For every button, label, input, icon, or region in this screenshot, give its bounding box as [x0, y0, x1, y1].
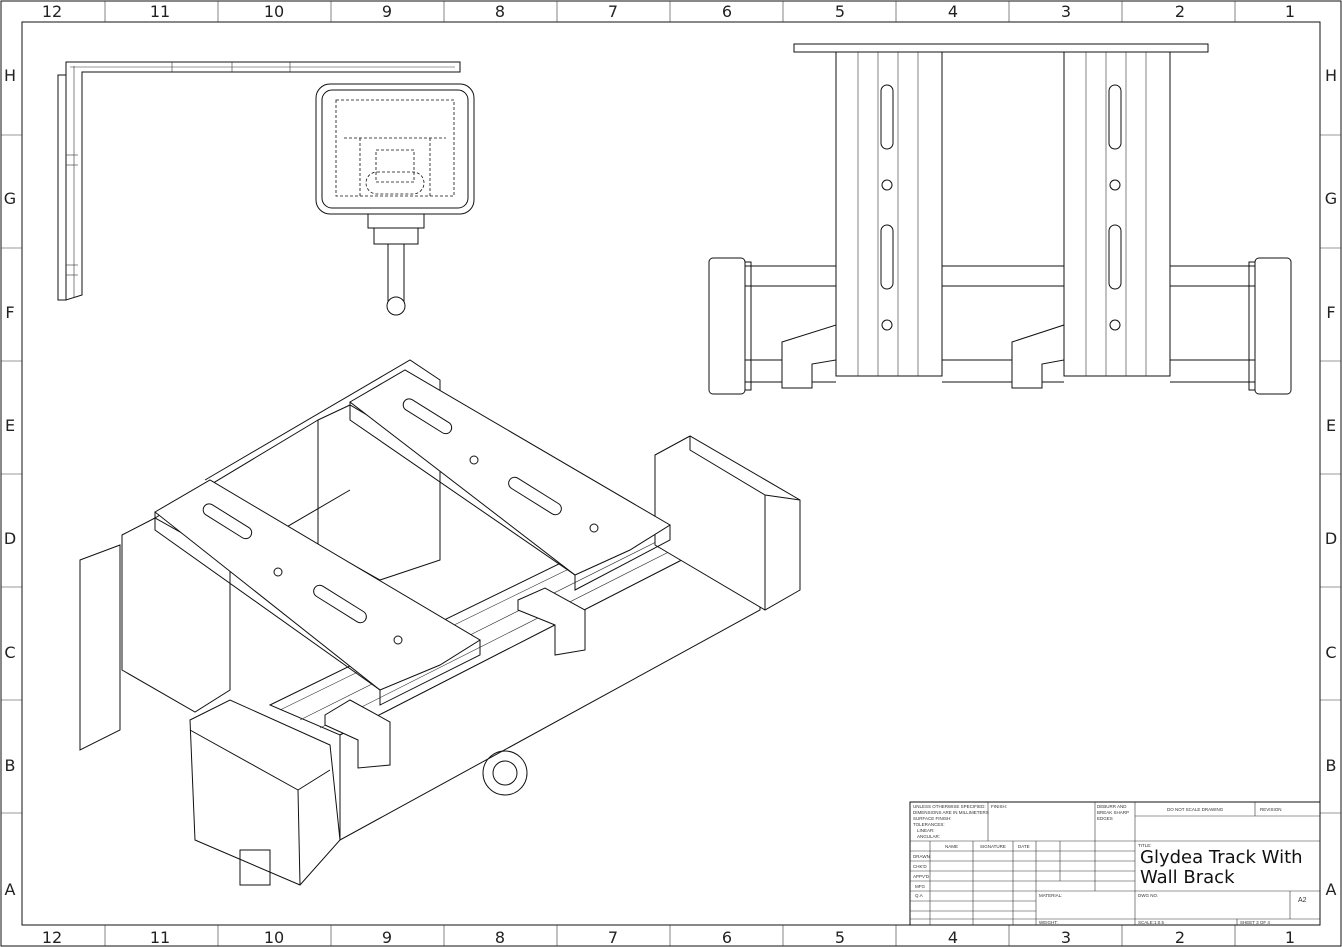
row-labels-right: H G F E D C B A: [1325, 66, 1337, 899]
role-label: APPV'D: [913, 874, 930, 879]
scale-label: SCALE:1:0.5: [1138, 920, 1165, 925]
column-label: 10: [264, 2, 284, 21]
column-label: 10: [264, 928, 284, 947]
column-label: 8: [495, 2, 505, 21]
column-labels-top: 12 11 10 9 8 7 6 5 4 3 2 1: [42, 2, 1295, 21]
note-text: ANGULAR:: [917, 834, 940, 839]
column-label: 2: [1175, 2, 1185, 21]
column-label: 2: [1175, 928, 1185, 947]
column-label: 5: [835, 2, 845, 21]
column-label: 4: [948, 2, 958, 21]
row-label: C: [4, 643, 15, 662]
note-text: DIMENSIONS ARE IN MILLIMETERS: [913, 810, 989, 815]
row-labels-left: H G F E D C B A: [4, 66, 16, 899]
column-label: 1: [1285, 928, 1295, 947]
role-label: CHK'D: [913, 864, 927, 869]
column-label: 7: [608, 2, 618, 21]
role-label: MFG: [915, 884, 925, 889]
note-text: TOLERANCES:: [913, 822, 945, 827]
column-label: 9: [382, 928, 392, 947]
column-label: 3: [1061, 2, 1071, 21]
dwg-no-label: DWG NO.: [1138, 893, 1158, 898]
column-label: 6: [722, 2, 732, 21]
header-name: NAME: [945, 844, 958, 849]
row-label: A: [5, 880, 16, 899]
column-label: 12: [42, 2, 62, 21]
note-text: UNLESS OTHERWISE SPECIFIED:: [913, 804, 986, 809]
column-label: 4: [948, 928, 958, 947]
row-label: A: [1326, 880, 1337, 899]
role-label: Q.A: [915, 893, 923, 898]
column-label: 7: [608, 928, 618, 947]
note-text: LINEAR:: [917, 828, 935, 833]
weight-label: WEIGHT:: [1039, 920, 1058, 925]
drawing-title: Glydea Track With Wall Brack: [1140, 847, 1303, 888]
do-not-scale-label: DO NOT SCALE DRAWING: [1167, 807, 1224, 812]
side-view: [57, 61, 475, 316]
title-block: UNLESS OTHERWISE SPECIFIED: DIMENSIONS A…: [909, 801, 1321, 926]
deburr-text: EDGES: [1097, 816, 1113, 821]
row-label: E: [1326, 416, 1336, 435]
sheet-size: A2: [1298, 897, 1307, 904]
deburr-text: BREAK SHARP: [1097, 810, 1129, 815]
row-label: D: [1325, 529, 1337, 548]
column-label: 6: [722, 928, 732, 947]
row-label: G: [1325, 189, 1337, 208]
role-label: DRAWN: [913, 854, 930, 859]
column-label: 3: [1061, 928, 1071, 947]
revision-label: REVISION: [1260, 807, 1282, 812]
row-label: C: [1325, 643, 1336, 662]
header-date: DATE: [1018, 844, 1030, 849]
inner-border: [21, 21, 1321, 926]
row-label: F: [5, 303, 14, 322]
title-label: TITLE:: [1138, 843, 1152, 848]
isometric-view: [79, 359, 801, 886]
column-label: 9: [382, 2, 392, 21]
note-text: SURFACE FINISH:: [913, 816, 952, 821]
row-label: H: [4, 66, 16, 85]
row-label: D: [4, 529, 16, 548]
row-label: F: [1326, 303, 1335, 322]
row-label: H: [1325, 66, 1337, 85]
deburr-text: DEBURR AND: [1097, 804, 1127, 809]
column-labels-bottom: 12 11 10 9 8 7 6 5 4 3 2 1: [42, 928, 1295, 947]
column-label: 5: [835, 928, 845, 947]
row-label: B: [1326, 756, 1337, 775]
column-label: 1: [1285, 2, 1295, 21]
finish-label: FINISH:: [991, 804, 1007, 809]
sheet-number: SHEET 3 OF 4: [1240, 920, 1270, 925]
front-view: [708, 43, 1292, 395]
material-label: MATERIAL:: [1039, 893, 1062, 898]
row-label: B: [5, 756, 16, 775]
row-label: E: [5, 416, 15, 435]
header-signature: SIGNATURE: [980, 844, 1006, 849]
column-label: 8: [495, 928, 505, 947]
row-label: G: [4, 189, 16, 208]
column-label: 12: [42, 928, 62, 947]
column-label: 11: [150, 2, 170, 21]
column-label: 11: [150, 928, 170, 947]
